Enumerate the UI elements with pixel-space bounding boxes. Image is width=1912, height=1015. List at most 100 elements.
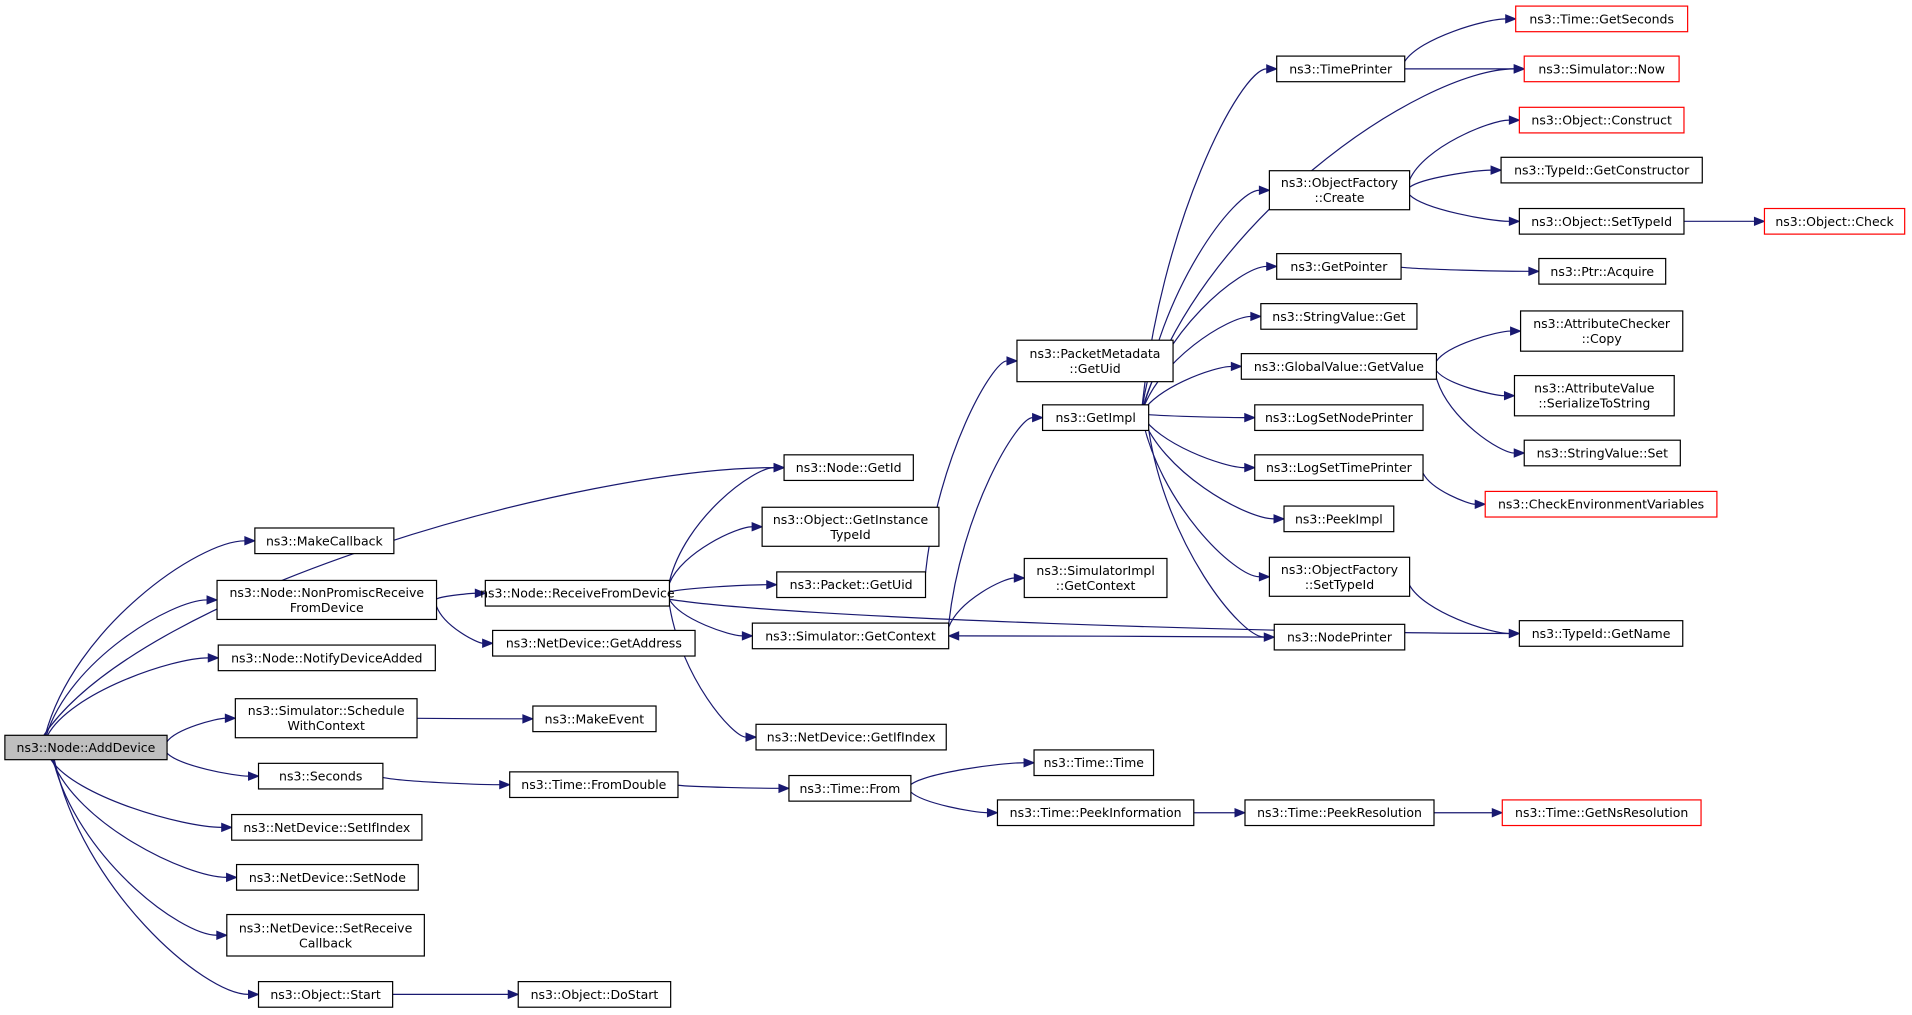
edge-n0-to-n7	[50, 759, 234, 833]
node-ns3-timeprinter[interactable]: ns3::TimePrinter	[1276, 55, 1406, 83]
node-ns3-netdevice-setnode[interactable]: ns3::NetDevice::SetNode	[235, 863, 419, 891]
edge-arrowhead	[1258, 572, 1271, 582]
node-label: ns3::Object::Start	[270, 987, 381, 1002]
node-box	[1763, 207, 1906, 235]
node-ns3-object-settypeid[interactable]: ns3::Object::SetTypeId	[1518, 207, 1685, 235]
node-ns3-packet-getuid[interactable]: ns3::Packet::GetUid	[776, 571, 927, 599]
node-label: ns3::Ptr::Acquire	[1550, 264, 1654, 279]
node-ns3-nodeprinter[interactable]: ns3::NodePrinter	[1273, 623, 1406, 651]
node-box	[1523, 55, 1680, 83]
node-ns3-objectfactory-create[interactable]: ns3::ObjectFactory::Create	[1268, 170, 1411, 211]
node-ns3-typeid-getconstructor[interactable]: ns3::TypeId::GetConstructor	[1500, 156, 1703, 184]
node-box	[492, 629, 696, 657]
node-label: ns3::Time::PeekInformation	[1010, 805, 1182, 820]
node-ns3-node-getid[interactable]: ns3::Node::GetId	[783, 454, 914, 482]
node-ns3-time-peekresolution[interactable]: ns3::Time::PeekResolution	[1244, 799, 1435, 827]
node-label: ns3::NetDevice::SetReceive	[239, 920, 413, 935]
node-ns3-time-peekinformation[interactable]: ns3::Time::PeekInformation	[996, 799, 1195, 827]
node-ns3-logsettimeprinter[interactable]: ns3::LogSetTimePrinter	[1254, 454, 1424, 482]
edge-line	[1140, 265, 1267, 415]
node-ns3-objectfactory-settypeid[interactable]: ns3::ObjectFactory::SetTypeId	[1268, 556, 1411, 597]
edge-arrowhead	[1273, 514, 1286, 524]
node-box	[1276, 253, 1402, 280]
node-ns3-ptr-acquire[interactable]: ns3::Ptr::Acquire	[1538, 257, 1667, 285]
node-ns3-object-check[interactable]: ns3::Object::Check	[1763, 207, 1906, 235]
edge-n3-to-n11	[436, 588, 487, 600]
node-ns3-attributevalue-serializetostring[interactable]: ns3::AttributeValue::SerializeToString	[1513, 374, 1675, 417]
node-ns3-makeevent[interactable]: ns3::MakeEvent	[532, 705, 657, 733]
edge-arrowhead	[1505, 14, 1518, 24]
node-ns3-node-adddevice[interactable]: ns3::Node::AddDevice	[4, 734, 168, 761]
edge-arrowhead	[1508, 628, 1521, 639]
edge-arrowhead	[1258, 185, 1271, 195]
node-ns3-stringvalue-get[interactable]: ns3::StringValue::Get	[1260, 303, 1418, 330]
node-ns3-stringvalue-set[interactable]: ns3::StringValue::Set	[1523, 439, 1681, 467]
node-box	[1268, 170, 1411, 211]
edge-n0-to-n9	[52, 759, 229, 941]
node-ns3-getpointer[interactable]: ns3::GetPointer	[1276, 253, 1402, 280]
edge-n0-to-n6	[166, 752, 260, 781]
node-ns3-globalvalue-getvalue[interactable]: ns3::GlobalValue::GetValue	[1240, 353, 1438, 380]
node-label: ns3::Object::DoStart	[531, 987, 659, 1002]
node-label: ::Create	[1315, 190, 1365, 205]
node-label: ns3::Node::ReceiveFromDevice	[480, 586, 675, 601]
node-ns3-attributechecker-copy[interactable]: ns3::AttributeChecker::Copy	[1519, 310, 1684, 352]
edge-line	[1140, 413, 1275, 520]
edge-n26-to-n37	[1404, 14, 1518, 62]
edge-line	[948, 417, 1033, 625]
node-ns3-checkenvironmentvariables[interactable]: ns3::CheckEnvironmentVariables	[1484, 490, 1718, 518]
node-label: ns3::PeekImpl	[1295, 511, 1383, 526]
node-box	[1484, 490, 1718, 518]
node-label: ns3::GlobalValue::GetValue	[1254, 359, 1424, 374]
edge-arrowhead	[474, 588, 487, 598]
edge-line	[668, 604, 747, 738]
node-box	[1041, 404, 1150, 432]
edge-arrowhead	[482, 638, 494, 648]
node-ns3-simulator-now[interactable]: ns3::Simulator::Now	[1523, 55, 1680, 83]
node-label: ns3::Time::PeekResolution	[1257, 805, 1422, 820]
node-ns3-seconds[interactable]: ns3::Seconds	[257, 762, 384, 790]
edge-n11-to-n16	[668, 522, 764, 584]
node-label: ns3::NetDevice::SetNode	[249, 870, 406, 885]
node-box	[1515, 5, 1689, 33]
edge-n11-to-n1	[668, 462, 786, 582]
edge-line	[1140, 413, 1245, 469]
node-ns3-object-start[interactable]: ns3::Object::Start	[257, 981, 394, 1008]
node-box	[1016, 339, 1174, 383]
edge-n26-to-n38	[1404, 64, 1526, 74]
node-ns3-netdevice-setifindex[interactable]: ns3::NetDevice::SetIfIndex	[231, 813, 423, 841]
edge-n30-to-n43	[1435, 326, 1522, 362]
node-label: ns3::Simulator::Schedule	[248, 703, 405, 718]
node-ns3-time-from[interactable]: ns3::Time::From	[788, 774, 912, 802]
edge-line	[668, 526, 753, 584]
node-label: Callback	[299, 935, 353, 950]
edge-line	[51, 759, 227, 878]
node-ns3-time-getseconds[interactable]: ns3::Time::GetSeconds	[1515, 5, 1689, 33]
node-ns3-netdevice-getifindex[interactable]: ns3::NetDevice::GetIfIndex	[755, 723, 947, 751]
edge-n25-to-n36	[1193, 807, 1247, 818]
node-ns3-simulator-getcontext[interactable]: ns3::Simulator::GetContext	[751, 622, 950, 650]
node-ns3-packetmetadata-getuid[interactable]: ns3::PacketMetadata::GetUid	[1016, 339, 1174, 383]
node-ns3-time-time[interactable]: ns3::Time::Time	[1033, 749, 1155, 777]
node-ns3-netdevice-getaddress[interactable]: ns3::NetDevice::GetAddress	[492, 629, 696, 657]
node-ns3-getimpl[interactable]: ns3::GetImpl	[1041, 404, 1150, 432]
node-ns3-time-fromdouble[interactable]: ns3::Time::FromDouble	[509, 771, 679, 799]
edge-n0-to-n4	[47, 653, 220, 736]
node-ns3-logsetnodeprinter[interactable]: ns3::LogSetNodePrinter	[1254, 404, 1424, 432]
node-ns3-node-receivefromdevice[interactable]: ns3::Node::ReceiveFromDevice	[480, 579, 675, 607]
edge-line	[166, 752, 249, 777]
edge-arrowhead	[1490, 165, 1503, 175]
edge-n0-to-n8	[51, 759, 238, 883]
node-ns3-simulatorimpl-getcontext[interactable]: ns3::SimulatorImpl::GetContext	[1023, 557, 1168, 599]
node-ns3-makecallback[interactable]: ns3::MakeCallback	[254, 527, 395, 555]
node-ns3-node-notifydeviceadded[interactable]: ns3::Node::NotifyDeviceAdded	[217, 644, 436, 672]
node-ns3-time-getnsresolution[interactable]: ns3::Time::GetNsResolution	[1501, 799, 1702, 827]
node-ns3-object-dostart[interactable]: ns3::Object::DoStart	[517, 981, 672, 1008]
node-ns3-object-construct[interactable]: ns3::Object::Construct	[1518, 106, 1685, 134]
node-ns3-peekimpl[interactable]: ns3::PeekImpl	[1283, 505, 1395, 533]
node-ns3-typeid-getname[interactable]: ns3::TypeId::GetName	[1518, 620, 1684, 647]
